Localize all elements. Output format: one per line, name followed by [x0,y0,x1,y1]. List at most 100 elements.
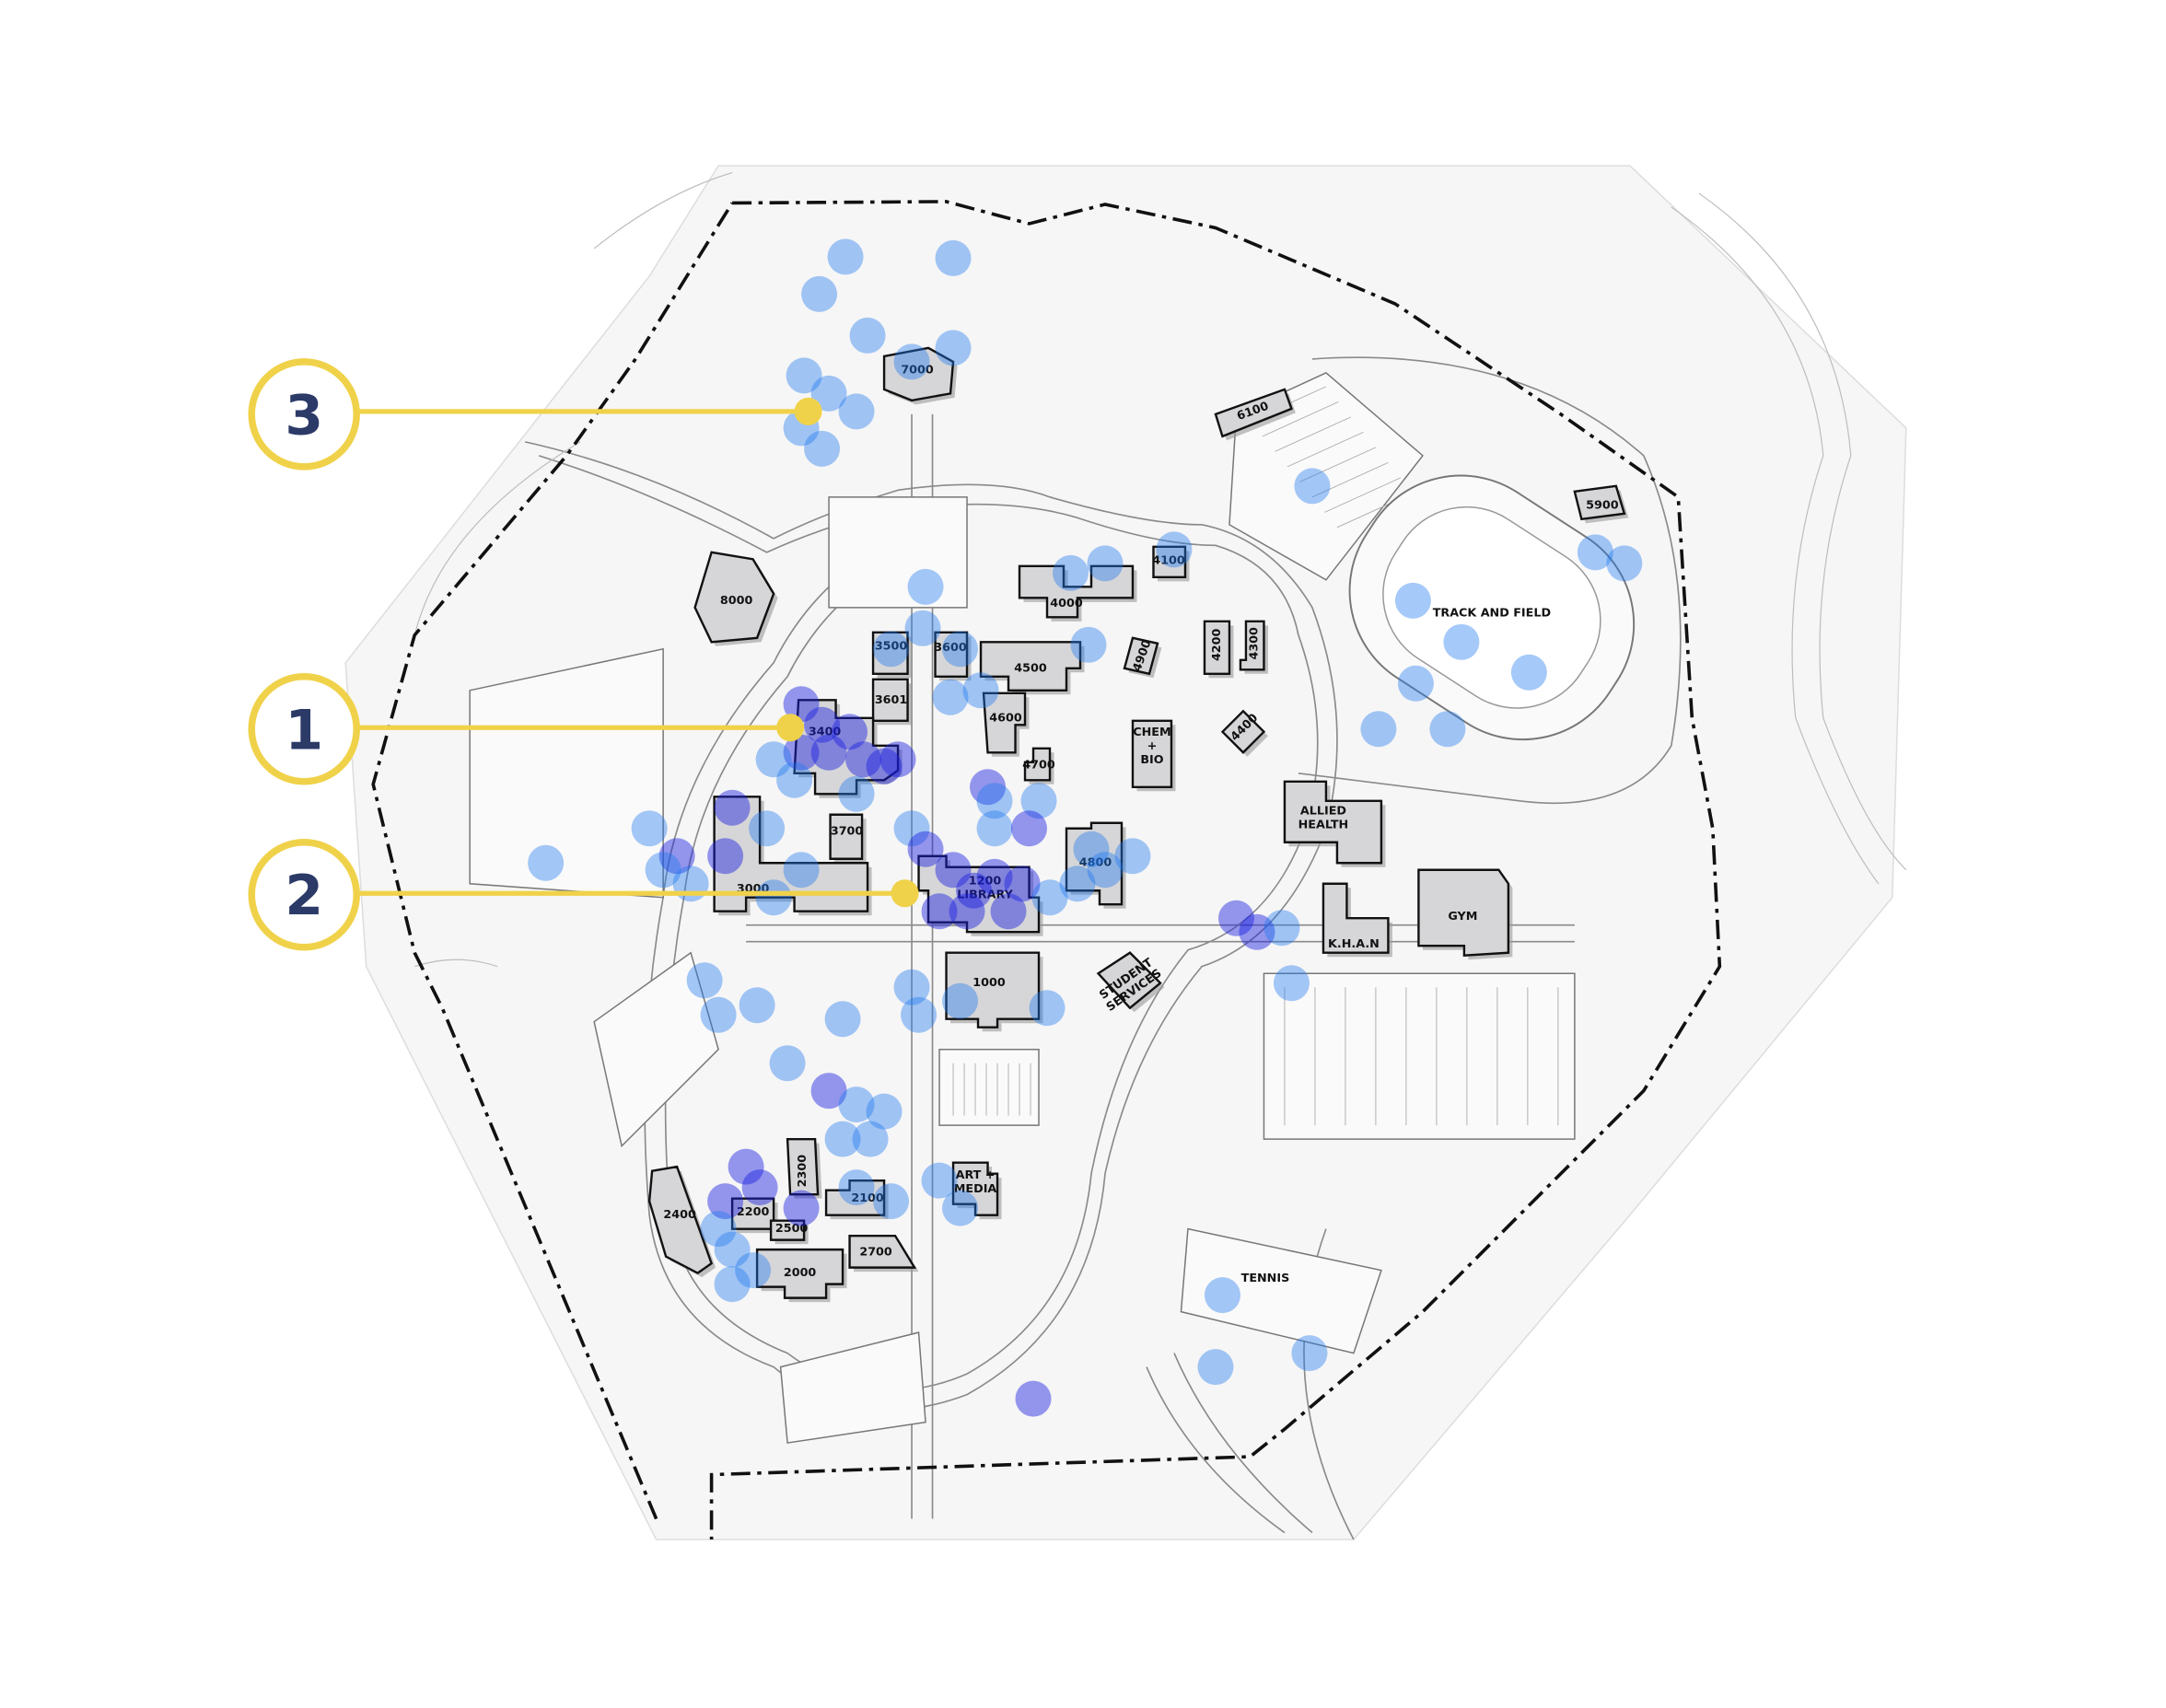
callout-1-number: 1 [285,698,323,762]
track-label: TRACK AND FIELD [1433,606,1551,620]
building-gym[interactable]: GYM [1417,868,1513,960]
building-label: 2500 [775,1222,809,1236]
callout-1[interactable]: 1 [248,673,805,785]
building-4300[interactable]: 4300 [1239,620,1268,674]
hotspot-marker [852,1121,889,1157]
hotspot-marker [827,238,864,275]
building-footprint [917,854,1041,934]
building-5900[interactable]: 5900 [1573,484,1629,524]
hotspot-marker [1443,623,1480,660]
callout-2-marker [891,879,919,908]
hotspot-marker [1073,831,1110,867]
building-label: 4500 [1014,661,1047,675]
hotspot-marker [866,1093,902,1130]
building-label: 3700 [831,824,864,838]
hotspot-marker [1294,468,1331,505]
callout-1-marker [776,714,805,742]
hotspot-marker [990,893,1027,930]
hotspot-marker [700,996,737,1033]
hotspot-marker [962,672,999,709]
building-4100[interactable]: 4100 [1152,545,1190,582]
building-label: CHEM+BIO [1133,725,1170,766]
hotspot-marker [1577,534,1613,571]
building-label: 2700 [859,1246,892,1260]
building-4000[interactable]: 4000 [1018,564,1137,622]
hotspot-marker [739,987,775,1024]
hotspot-marker [728,1148,764,1185]
building-2700[interactable]: 2700 [848,1234,919,1272]
hotspot-marker [1053,554,1089,591]
campus-boundary [371,200,1722,1540]
building-footprint [693,551,775,644]
hotspot-marker [810,375,847,412]
building-3500[interactable]: 3500 [871,631,913,679]
building-1000[interactable]: 1000 [945,951,1043,1032]
building-chem-bio[interactable]: CHEM+BIO [1131,719,1176,792]
hotspot-marker [741,1169,778,1206]
hotspot-marker [976,783,1013,819]
hotspot-marker [686,962,723,999]
hotspot-marker [879,741,916,778]
building-footprint [1096,951,1162,1010]
building-3700[interactable]: 3700 [829,813,867,864]
building-7000[interactable]: 7000 [882,346,958,405]
building-label: GYM [1448,910,1477,924]
hotspot-marker [832,714,868,750]
hotspot-marker [1029,990,1066,1027]
building-footprint [1123,636,1159,676]
hotspot-marker [707,838,744,875]
building-4800[interactable]: 4800 [1065,821,1126,909]
building-art-media[interactable]: ART +MEDIA [951,1161,1002,1220]
building-footprint [793,699,900,796]
building-3601[interactable]: 3601 [871,678,913,726]
callout-3[interactable]: 3 [248,358,822,471]
building-label: 4300 [1247,627,1261,660]
building-3400[interactable]: 3400 [793,699,902,798]
building-8000[interactable]: 8000 [693,551,778,646]
building-footprint [945,951,1041,1028]
callout-2[interactable]: 2 [248,839,919,951]
building-2500[interactable]: 2500 [769,1219,809,1245]
building-footprint [951,1161,999,1216]
building-khan[interactable]: K.H.A.N [1322,882,1392,958]
building-footprint [871,631,909,676]
hotspot-marker [783,686,820,723]
building-4500[interactable]: 4500 [979,641,1085,695]
building-4700[interactable]: 4700 [1022,747,1055,784]
hotspot-marker [1239,913,1275,950]
building-2000[interactable]: 2000 [755,1248,847,1303]
hotspot-marker [810,734,847,771]
building-footprint [848,1234,917,1269]
building-2400[interactable]: 2400 [647,1165,716,1278]
building-2100[interactable]: 2100 [824,1179,889,1220]
hotspot-marker [1217,900,1254,936]
building-4200[interactable]: 4200 [1203,620,1234,679]
hotspot-marker [956,872,993,909]
building-footprint [934,631,969,679]
building-3600[interactable]: 3600 [934,631,972,681]
hotspot-marker [714,1231,751,1268]
hotspot-marker [1606,545,1643,582]
building-4900[interactable]: 4900 [1123,636,1162,679]
hotspot-marker [1087,852,1124,889]
building-2300[interactable]: 2300 [786,1137,822,1199]
hotspot-marker [838,1086,875,1123]
building-footprint [647,1165,714,1275]
hotspot-marker [907,831,944,867]
hotspot-marker [893,810,930,847]
building-label: 3601 [875,693,907,707]
building-label: 4700 [1022,758,1055,772]
hotspot-marker [849,317,886,354]
building-2200[interactable]: 2200 [730,1197,778,1234]
building-4400[interactable]: 4400 [1220,709,1268,757]
tennis-label: TENNIS [1241,1272,1290,1285]
building-footprint [769,1219,806,1241]
building-footprint [786,1137,820,1196]
building-footprint [1239,620,1265,671]
building-3000[interactable]: 3000 [713,796,872,916]
building-4600[interactable]: 4600 [982,691,1030,757]
hotspot-marker [942,1190,979,1226]
